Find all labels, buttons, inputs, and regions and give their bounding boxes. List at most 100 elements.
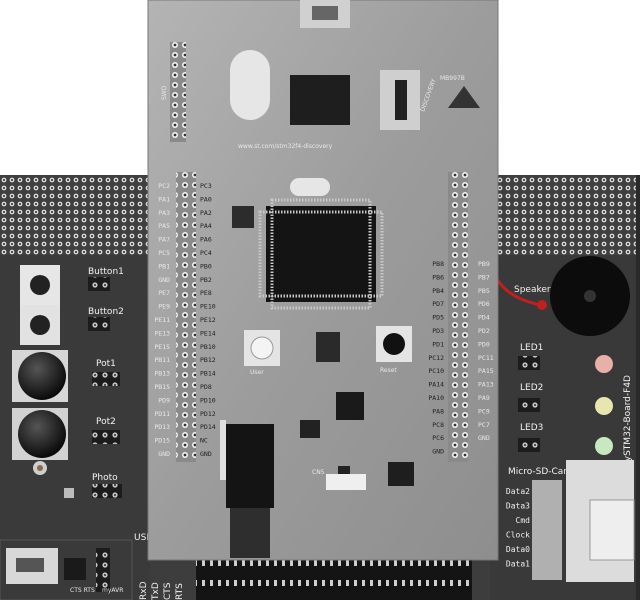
swd-label: SWD	[161, 85, 168, 100]
sd-pin-label-0: Data2	[506, 487, 530, 496]
right-pin-outer-label-11: PC9	[478, 407, 490, 415]
right-pin-outer-label-7: PC11	[478, 354, 494, 362]
left-pin-inner-label-5: PC4	[200, 249, 212, 257]
left-pin-inner-label-11: PE14	[200, 329, 216, 337]
left-pin-inner-label-18: PD14	[200, 423, 216, 431]
left-pin-label-17: PD11	[154, 410, 170, 418]
stm32f407-mcu	[266, 206, 376, 302]
rxd-label: RxD	[139, 581, 149, 600]
left-pin-inner-label-0: PC3	[200, 182, 212, 190]
right-pin-label-9: PA14	[428, 381, 444, 389]
left-pin-labels-inner: PC3PA0PA2PA4PA6PC4PB0PB2PE8PE10PE12PE14P…	[200, 182, 216, 458]
pot2-label: Pot2	[96, 417, 116, 427]
jumper[interactable]	[395, 80, 407, 120]
stlink-chip	[290, 75, 350, 125]
left-pin-inner-label-20: GND	[200, 450, 212, 458]
rts-label: RTS	[175, 583, 185, 600]
right-pin-outer-label-6: PD0	[478, 340, 490, 348]
left-pin-inner-label-13: PB12	[200, 356, 216, 364]
left-pin-inner-label-4: PA6	[200, 236, 212, 244]
left-pin-label-5: PC5	[158, 249, 170, 257]
left-pin-inner-label-7: PB2	[200, 276, 212, 284]
pot1-knob[interactable]	[18, 352, 66, 400]
sd-pin-label-4: Data0	[506, 545, 530, 554]
left-pin-label-12: PE15	[154, 343, 170, 351]
right-pin-label-11: PA8	[432, 407, 444, 415]
right-pin-outer-label-13: GND	[478, 434, 490, 442]
right-controls: Speaker LED1 LED2 LED3 mySTM32-Board-F4D…	[506, 256, 635, 582]
ribbon-connector[interactable]	[196, 555, 472, 600]
right-pin-label-5: PD3	[432, 327, 444, 335]
left-pin-inner-label-17: PD12	[200, 410, 216, 418]
mb997b-label: MB997B	[440, 75, 465, 82]
right-pin-outer-label-3: PD6	[478, 300, 490, 308]
accelerometer-chip	[336, 392, 364, 420]
left-pin-labels: PC2PA1PA3PA5PA7PC5PB1GNDPE7PE9PE11PE13PE…	[154, 182, 170, 458]
right-pin-label-10: PA10	[428, 394, 444, 402]
reset-label: Reset	[380, 367, 397, 374]
left-pin-inner-label-12: PB10	[200, 343, 216, 351]
cts-label: CTS	[163, 582, 173, 600]
led1-label: LED1	[520, 343, 543, 353]
left-pin-inner-label-14: PB14	[200, 370, 216, 378]
myavr-label: myAVR	[102, 587, 123, 594]
left-pin-label-20: GND	[158, 450, 170, 458]
usb-otg-connector[interactable]	[326, 474, 366, 490]
right-header[interactable]	[448, 172, 468, 462]
left-pin-label-18: PD13	[154, 423, 170, 431]
left-pin-label-1: PA1	[158, 195, 170, 203]
right-pin-label-3: PD7	[432, 300, 444, 308]
pot2-knob[interactable]	[18, 410, 66, 458]
left-pin-label-8: PE7	[158, 289, 170, 297]
cn5-label: CN5	[312, 469, 325, 476]
left-pin-label-15: PB15	[154, 383, 170, 391]
left-controls: Button1 Button2 Pot1 Pot2 Photo	[12, 265, 124, 498]
cts-rts-label: CTS RTS	[70, 587, 95, 594]
left-pin-label-10: PE11	[154, 316, 170, 324]
left-pin-inner-label-6: PB0	[200, 262, 212, 270]
left-pin-inner-label-8: PE8	[200, 289, 212, 297]
right-pin-outer-label-2: PB5	[478, 287, 490, 295]
button2-label: Button2	[88, 307, 124, 317]
speaker-label: Speaker	[514, 285, 551, 295]
right-pin-label-14: GND	[432, 448, 444, 456]
right-pin-label-6: PD1	[432, 340, 444, 348]
stm32-discovery-board: SWD MB997B DISCOVERY www.st.com/stm32f4-…	[147, 0, 499, 561]
right-pin-label-7: PC12	[428, 354, 444, 362]
left-pin-inner-label-9: PE10	[200, 303, 216, 311]
left-pin-label-2: PA3	[158, 209, 170, 217]
st-logo-icon	[448, 86, 480, 108]
left-pin-label-14: PB13	[154, 370, 170, 378]
left-pin-label-16: PD9	[158, 396, 170, 404]
photo-label: Photo	[92, 473, 118, 483]
left-pin-label-6: PB1	[158, 262, 170, 270]
led3-label: LED3	[520, 423, 543, 433]
pot1-label: Pot1	[96, 359, 116, 369]
swd-header[interactable]	[170, 42, 186, 142]
user-label: User	[250, 369, 264, 376]
left-pin-inner-label-10: PE12	[200, 316, 216, 324]
left-pin-label-13: PB11	[154, 356, 170, 364]
board-name-label: mySTM32-Board-F4D	[623, 375, 633, 470]
led1-red	[595, 355, 613, 373]
perf-area-left	[0, 175, 150, 255]
right-pin-label-0: PB8	[432, 260, 444, 268]
left-pin-label-0: PC2	[158, 182, 170, 190]
left-pin-inner-label-19: NC	[200, 437, 208, 445]
crystal-top	[230, 50, 270, 120]
right-pin-label-4: PD5	[432, 314, 444, 322]
right-pin-outer-label-4: PD4	[478, 314, 490, 322]
audio-jack[interactable]	[226, 424, 274, 508]
right-pin-outer-label-1: PB7	[478, 273, 490, 281]
right-pin-outer-label-8: PA15	[478, 367, 494, 375]
led2-yellow	[595, 397, 613, 415]
left-pin-inner-label-1: PA0	[200, 195, 212, 203]
right-pin-outer-label-12: PC7	[478, 421, 490, 429]
perf-area-right	[490, 175, 640, 255]
crystal-main	[290, 178, 330, 196]
sd-pin-label-3: Clock	[506, 531, 530, 540]
sd-pin-label-1: Data3	[506, 502, 530, 511]
right-pin-label-12: PC8	[432, 421, 444, 429]
button1-label: Button1	[88, 267, 124, 277]
